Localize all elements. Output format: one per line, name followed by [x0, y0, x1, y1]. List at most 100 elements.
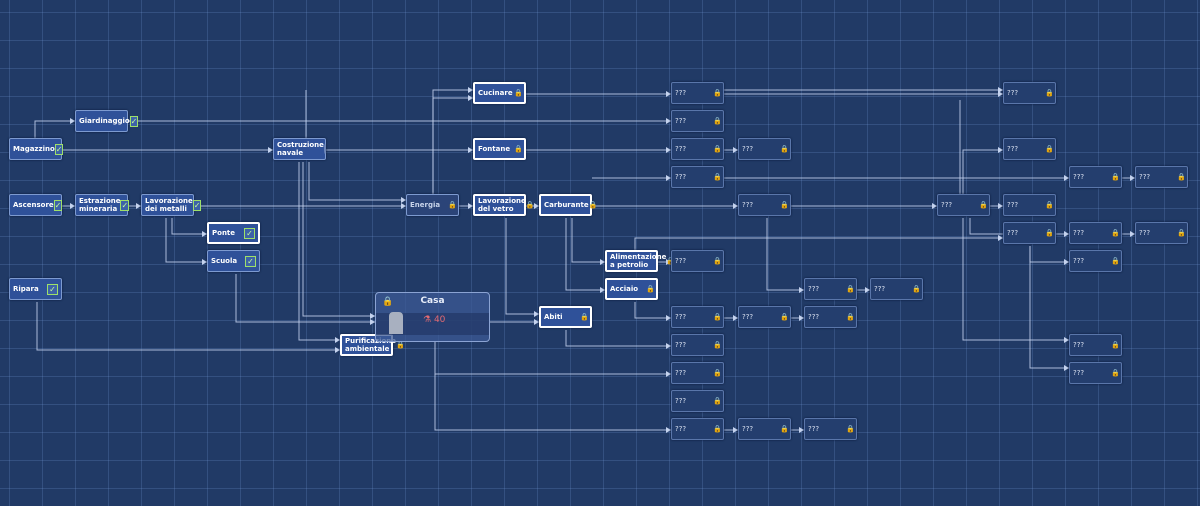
tech-node-energia[interactable]: Energia 🔒	[406, 194, 459, 216]
tech-node-ascensore[interactable]: Ascensore✓	[9, 194, 63, 216]
unknown-tech-node[interactable]: ???🔒	[671, 166, 724, 188]
connection-line	[571, 218, 605, 263]
lock-icon: 🔒	[382, 297, 394, 307]
connection-line	[634, 302, 671, 319]
arrow-head	[799, 287, 804, 293]
arrow-head	[335, 337, 340, 343]
unknown-tech-node[interactable]: ???🔒	[870, 278, 923, 300]
connection-line	[434, 342, 671, 375]
arrow-head	[998, 235, 1003, 241]
unknown-tech-node[interactable]: ???🔒	[1003, 138, 1056, 160]
arrow-head	[1130, 175, 1135, 181]
lock-icon: 🔒	[713, 89, 722, 97]
tech-node-acciaio[interactable]: Acciaio🔒	[605, 278, 658, 300]
unknown-tech-node[interactable]: ???🔒	[804, 306, 857, 328]
arrow-head	[370, 313, 375, 319]
unknown-tech-node[interactable]: ???🔒	[738, 138, 791, 160]
unknown-tech-node[interactable]: ???🔒	[937, 194, 990, 216]
unknown-tech-node[interactable]: ???🔒	[671, 110, 724, 132]
node-label: ???	[1007, 201, 1019, 209]
unknown-tech-node[interactable]: ???🔒	[1069, 222, 1122, 244]
arrow-head	[932, 203, 937, 209]
arrow-head	[666, 91, 671, 97]
tech-node-carburante[interactable]: Carburante🔒	[539, 194, 597, 216]
unknown-tech-node[interactable]: ???🔒	[671, 334, 724, 356]
arrow-head	[534, 311, 539, 317]
lock-icon: 🔒	[713, 425, 722, 433]
node-label: Fontane	[478, 145, 511, 153]
unknown-tech-node[interactable]: ???🔒	[804, 418, 857, 440]
unknown-tech-node[interactable]: ???🔒	[804, 278, 857, 300]
unknown-tech-node[interactable]: ???🔒	[671, 418, 724, 440]
arrow-head	[1064, 259, 1069, 265]
tech-node-vetro[interactable]: Lavorazione del vetro🔒	[473, 194, 534, 216]
tech-node-petrolio[interactable]: Alimentazione a petrolio🔒	[605, 250, 675, 272]
unknown-tech-node[interactable]: ???🔒	[671, 306, 724, 328]
node-label: Ascensore	[13, 201, 54, 209]
tech-node-fontane[interactable]: Fontane🔒	[473, 138, 526, 160]
node-label: Purificazione ambientale	[345, 337, 397, 353]
tech-node-metalli[interactable]: Lavorazione dei metalli✓	[141, 194, 202, 216]
unknown-tech-node[interactable]: ???🔒	[671, 138, 724, 160]
unknown-tech-node[interactable]: ???🔒	[1069, 166, 1122, 188]
node-label: Energia	[410, 201, 441, 209]
unknown-tech-node[interactable]: ???🔒	[738, 194, 791, 216]
arrow-head	[666, 427, 671, 433]
unknown-tech-node[interactable]: ???🔒	[1069, 334, 1122, 356]
unknown-tech-node[interactable]: ???🔒	[738, 306, 791, 328]
unknown-tech-node[interactable]: ???🔒	[1069, 362, 1122, 384]
tech-node-giardinaggio[interactable]: Giardinaggio✓	[75, 110, 139, 132]
node-label: ???	[675, 341, 687, 349]
tech-node-ponte[interactable]: Ponte✓	[207, 222, 260, 244]
arrow-head	[534, 319, 539, 325]
arrow-head	[733, 203, 738, 209]
check-icon: ✓	[245, 255, 256, 267]
node-label: ???	[1139, 173, 1151, 181]
arrow-head	[468, 203, 473, 209]
unknown-tech-node[interactable]: ??? 🔒	[1135, 166, 1188, 188]
tech-node-scuola[interactable]: Scuola✓	[207, 250, 260, 272]
arrow-head	[335, 347, 340, 353]
lock-icon: 🔒	[448, 201, 457, 209]
unknown-tech-node[interactable]: ???🔒	[671, 390, 724, 412]
tech-node-navale[interactable]: Costruzione navale	[273, 138, 326, 160]
arrow-head	[401, 203, 406, 209]
node-label: ???	[742, 201, 754, 209]
node-label: Abiti	[544, 313, 563, 321]
node-label: ???	[1007, 229, 1019, 237]
unknown-tech-node[interactable]: ???🔒	[1003, 82, 1056, 104]
connection-line	[962, 149, 1003, 194]
lock-icon: 🔒	[580, 313, 589, 321]
node-label: ???	[675, 145, 687, 153]
unknown-tech-node[interactable]: ???🔒	[1003, 194, 1056, 216]
arrow-head	[534, 203, 539, 209]
lock-icon: 🔒	[1111, 369, 1120, 377]
lock-icon: 🔒	[846, 425, 855, 433]
unknown-tech-node[interactable]: ???🔒	[1069, 250, 1122, 272]
tech-node-cucinare[interactable]: Cucinare🔒	[473, 82, 526, 104]
node-label: Giardinaggio	[79, 117, 130, 125]
lock-icon: 🔒	[846, 285, 855, 293]
unknown-tech-node[interactable]: ???🔒	[738, 418, 791, 440]
tech-node-estrazione[interactable]: Estrazione mineraria✓	[75, 194, 130, 216]
unknown-tech-node[interactable]: ???🔒	[671, 362, 724, 384]
lock-icon: 🔒	[514, 145, 523, 153]
arrow-head	[268, 147, 273, 153]
arrow-head	[666, 343, 671, 349]
unknown-tech-node[interactable]: ???🔒	[1003, 222, 1056, 244]
node-label: ???	[1007, 145, 1019, 153]
node-label: ???	[1073, 257, 1085, 265]
unknown-tech-node[interactable]: ???🔒	[1135, 222, 1188, 244]
arrow-head	[666, 147, 671, 153]
lock-icon: 🔒	[666, 257, 675, 265]
unknown-tech-node[interactable]: ???🔒	[671, 250, 724, 272]
tech-node-magazzino[interactable]: Magazzino✓	[9, 138, 64, 160]
node-label: ???	[675, 117, 687, 125]
unknown-tech-node[interactable]: ???🔒	[671, 82, 724, 104]
tech-node-abiti[interactable]: Abiti 🔒	[539, 306, 592, 328]
arrow-head	[600, 259, 605, 265]
tech-node-ripara[interactable]: Ripara✓	[9, 278, 62, 300]
connection-line	[308, 162, 406, 201]
arrow-head	[70, 118, 75, 124]
lock-icon: 🔒	[1177, 173, 1186, 181]
